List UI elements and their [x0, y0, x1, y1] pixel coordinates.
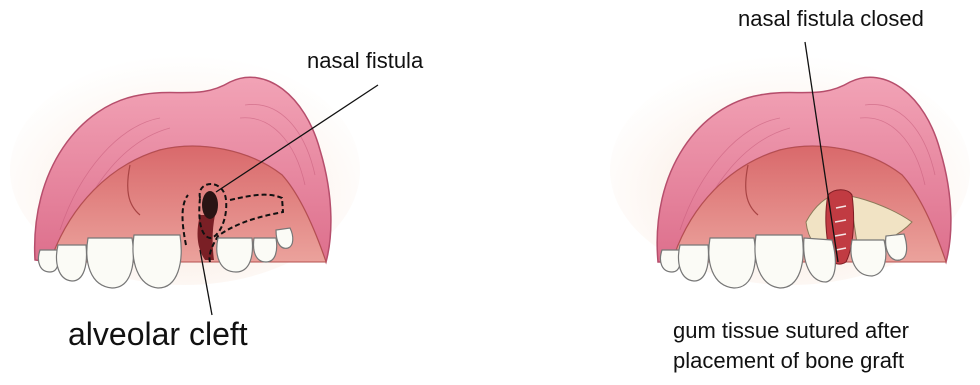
left-mouth-illustration: [10, 55, 378, 315]
gum-caption-line-2: placement of bone graft: [673, 346, 909, 376]
gum-caption-line-1: gum tissue sutured after: [673, 316, 909, 346]
nasal-fistula-label: nasal fistula: [307, 48, 423, 73]
gum-tissue-caption: gum tissue sutured after placement of bo…: [673, 316, 909, 376]
right-mouth-illustration: [610, 42, 970, 288]
nasal-fistula-closed-label: nasal fistula closed: [738, 6, 924, 31]
alveolar-cleft-label: alveolar cleft: [68, 316, 248, 353]
nasal-fistula-hole: [202, 191, 218, 219]
